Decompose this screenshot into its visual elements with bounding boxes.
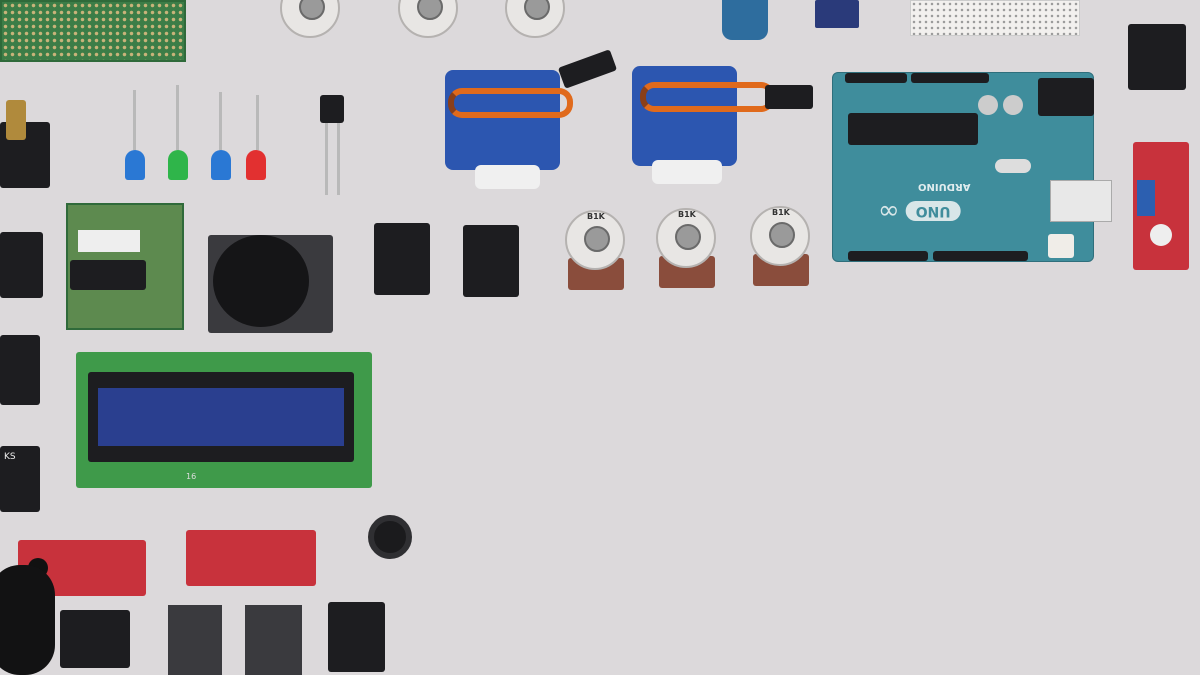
sensor-module-1 [374,223,430,295]
joystick-knob [213,235,309,327]
header-bottom-right [933,251,1028,261]
potentiometer-top-2 [398,0,460,40]
pot-label: B1K [772,208,790,217]
usb-b-port [1050,180,1112,222]
potentiometer-top-1 [280,0,342,40]
uno-text: UNO [905,201,961,221]
sensor-module-left-3: KS [0,446,40,512]
sensor-module-bottom-4 [328,602,385,672]
capacitor-2 [1003,95,1023,115]
servo-motor-1 [445,70,560,170]
crystal-oscillator [995,159,1031,173]
header-bottom-left [848,251,928,261]
servo-cable-1 [448,88,573,118]
dark-object [0,565,55,675]
connector-white [78,230,140,252]
servo-connector-2 [765,85,813,109]
mounting-hole [1150,224,1172,246]
servo-horn-2 [652,160,722,184]
driver-chip [70,260,146,290]
infinity-logo-icon: ∞ [878,196,900,226]
capacitor-1 [978,95,998,115]
header-top-left [845,73,907,83]
lcd-pin-label: 16 [186,472,197,481]
push-button-blue [722,0,768,40]
servo-cable-2 [640,82,775,112]
microcontroller-chip [848,113,978,145]
lcd-1602-module: 16 [76,352,372,488]
ir-receiver [320,95,344,123]
arduino-brand-text: ARDUINO [918,181,971,192]
pot-label: B1K [587,212,605,221]
servo-connector-1 [557,49,618,89]
ks-label: KS [4,452,16,462]
led-blue [125,150,145,180]
arduino-logo: UNO ∞ [878,196,961,226]
dc-power-jack [1038,78,1094,116]
sensor-module-bottom-3 [245,605,302,675]
sensor-module-red-bottom [186,530,316,586]
laser-head [6,100,26,140]
perfboard [0,0,186,62]
sensor-module-top-right [1128,24,1186,90]
led-green [168,150,188,180]
potentiometer-1: B1K [565,210,627,302]
sensor-module-2 [463,225,519,297]
reset-button [1048,234,1074,258]
led-blue-2 [211,150,231,180]
trimmer-pot [1137,180,1155,216]
lcd-screen [98,388,344,446]
sensor-module-left-2 [0,335,40,405]
sensor-module-bottom-1 [60,610,130,668]
potentiometer-top-3 [505,0,567,40]
sensor-module-bottom-2 [168,605,222,675]
servo-horn-1 [475,165,540,189]
sensor-module-left-1 [0,232,43,298]
led-red [246,150,266,180]
slide-switch [815,0,859,28]
breadboard [910,0,1080,36]
pot-label: B1K [678,210,696,219]
servo-motor-2 [632,66,737,166]
buzzer [368,515,412,559]
header-top-right [911,73,989,83]
potentiometer-2: B1K [656,208,718,300]
potentiometer-3: B1K [750,206,812,298]
